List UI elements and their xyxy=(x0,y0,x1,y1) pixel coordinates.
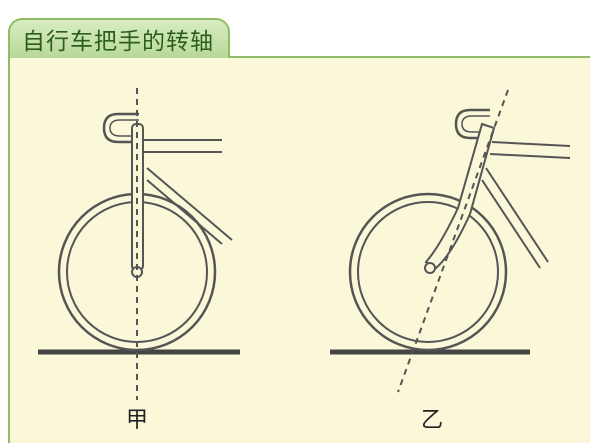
wheel-inner-yi xyxy=(357,201,499,343)
figure-label-jia: 甲 xyxy=(125,408,149,433)
handlebar-jia xyxy=(102,112,139,144)
handlebar-inner-jia xyxy=(109,119,139,137)
page-title: 自行车把手的转轴 xyxy=(22,29,214,55)
down-tube-jia-outer xyxy=(146,167,233,241)
top-tube-yi-lower xyxy=(489,153,571,159)
handlebar-yi xyxy=(454,108,490,140)
wheel-outer-yi xyxy=(348,192,508,352)
handlebar-inner-yi xyxy=(461,115,490,133)
hub-yi xyxy=(424,262,436,274)
top-tube-yi-upper xyxy=(491,141,571,147)
steering-axis-yi xyxy=(397,89,509,393)
figure-label-yi: 乙 xyxy=(420,408,444,433)
down-tube-yi-outer xyxy=(485,167,549,263)
figure-jia xyxy=(38,88,240,400)
down-tube-yi-inner xyxy=(481,179,541,269)
figure-yi xyxy=(330,89,571,393)
down-tube-jia-inner xyxy=(146,179,223,245)
title-tab: 自行车把手的转轴 xyxy=(8,18,230,58)
fork-yi xyxy=(424,122,496,270)
